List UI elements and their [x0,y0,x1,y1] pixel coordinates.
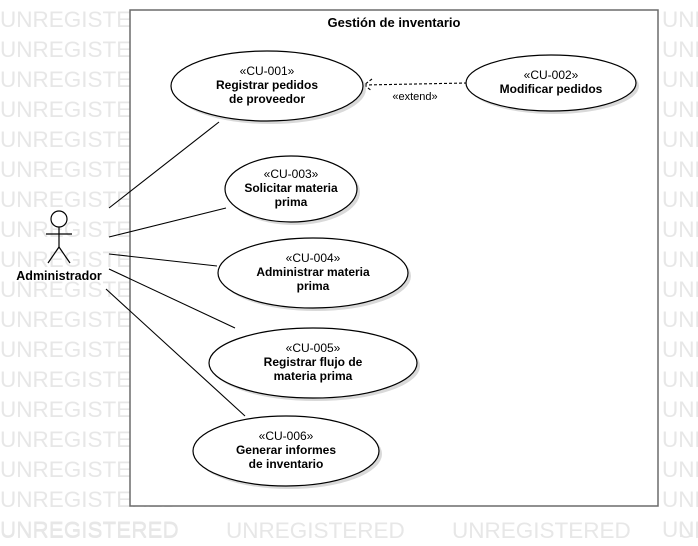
watermark-text: UNREGISTERED [662,397,698,422]
watermark-text: UNREGISTERED [452,518,631,543]
use-case-stereotype: «CU-006» [259,429,314,443]
watermark-text: UNREGISTERED [662,157,698,182]
use-case-name-line: Generar informes [236,443,336,457]
watermark-text: UNREGISTERED [662,337,698,362]
watermark-text: UNREGISTERED [678,518,698,543]
watermark-text: UNREGISTERED [662,277,698,302]
watermark-text: UNREGISTERED [662,217,698,242]
use-case-stereotype: «CU-001» [240,64,295,78]
watermark-text: UNREGISTERED [662,187,698,212]
system-title: Gestión de inventario [328,15,461,30]
association-line-cu004[interactable] [108,253,218,267]
watermark-text: UNREGISTERED [662,307,698,332]
watermark-text: UNREGISTERED [226,518,405,543]
watermark-text: UNREGISTERED [662,97,698,122]
watermark-text: UNREGISTERED [662,487,698,512]
watermark-text: UNREGISTERED [662,37,698,62]
use-case-name-line: de inventario [249,457,324,471]
watermark-text: UNREGISTERED [0,517,179,542]
association-line-cu006[interactable] [105,288,246,417]
use-case-cu002[interactable]: «CU-002»Modificar pedidos [465,54,639,114]
use-case-name-line: prima [275,195,308,209]
extend-label: «extend» [392,91,437,103]
watermark-text: UNREGISTERED [0,518,179,543]
actor-head [50,210,68,228]
association-line-cu001[interactable] [108,121,220,209]
watermark-text: UNREGISTERED [662,517,698,542]
use-case-name-line: Registrar flujo de [264,355,363,369]
use-case-name-line: Administrar materia [256,265,370,279]
watermark-text: UNREGISTERED [662,127,698,152]
watermark-text: UNREGISTERED [662,247,698,272]
actor-right-leg [58,246,71,264]
use-case-ellipse [192,415,380,487]
use-case-ellipse [224,155,358,223]
use-case-ellipse [208,327,418,399]
use-case-stereotype: «CU-002» [524,68,579,82]
watermark-text: UNREGISTERED [662,67,698,92]
association-line-cu005[interactable] [108,268,236,329]
use-case-name-line: Solicitar materia [244,181,338,195]
association-line-cu003[interactable] [108,207,227,238]
watermark-text: UNREGISTERED [662,457,698,482]
use-case-ellipse [170,50,364,122]
use-case-name-line: Modificar pedidos [500,82,603,96]
actor-name: Administrador [16,269,102,283]
actor-administrador[interactable]: Administrador [16,210,102,283]
use-case-name-line: Registrar pedidos [216,78,318,92]
watermark-text: UNREGISTERED [662,427,698,452]
use-case-ellipse [465,54,637,112]
use-case-stereotype: «CU-004» [286,251,341,265]
actor-left-leg [47,246,60,264]
extend-line[interactable] [363,82,468,86]
watermark-text: UNREGISTERED [662,7,698,32]
use-case-ellipse [217,237,409,309]
use-case-name-line: de proveedor [229,92,305,106]
use-case-name-line: prima [297,279,330,293]
watermark-text: UNREGISTERED [662,367,698,392]
use-case-stereotype: «CU-003» [264,167,319,181]
use-case-stereotype: «CU-005» [286,341,341,355]
use-case-name-line: materia prima [274,369,353,383]
